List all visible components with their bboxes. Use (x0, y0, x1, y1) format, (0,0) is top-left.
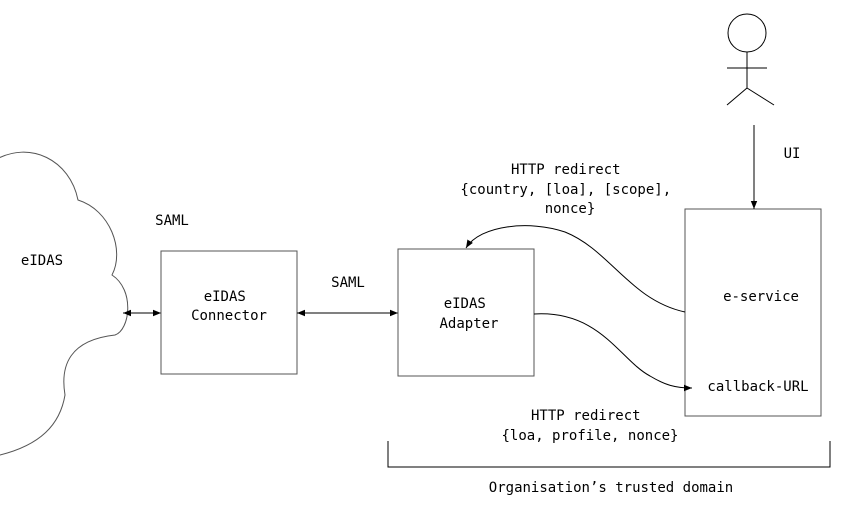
trusted-domain-bracket (387, 441, 831, 468)
saml-label-connector: SAML (331, 275, 365, 291)
user-actor-icon (726, 13, 775, 106)
trusted-domain-label: Organisation’s trusted domain (489, 480, 733, 496)
eidas-adapter-box (397, 248, 535, 377)
redirect-request-label: HTTP redirect {country, [loa], [scope], … (460, 162, 679, 217)
eidas-connector-box (160, 250, 298, 375)
e-service-label: e-service (723, 289, 799, 305)
callback-url-label: callback-URL (707, 379, 808, 395)
eidas-cloud-label: eIDAS (21, 253, 63, 269)
e-service-box (684, 208, 822, 417)
redirect-response-label: HTTP redirect {loa, profile, nonce} (501, 408, 678, 444)
eidas-connector-label: eIDAS Connector (191, 289, 267, 324)
redirect-request-arrow (465, 225, 686, 313)
eidas-adapter-label: eIDAS Adapter (439, 296, 498, 332)
saml-label-cloud: SAML (155, 213, 189, 229)
redirect-response-arrow (533, 313, 693, 392)
eidas-cloud-shape (0, 151, 129, 456)
ui-label: UI (784, 146, 801, 162)
